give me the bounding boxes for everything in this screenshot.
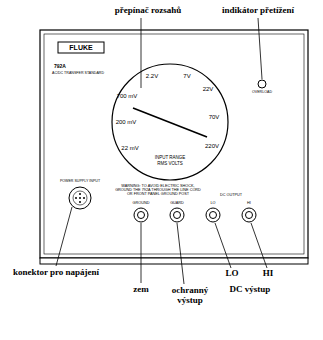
callout-label: LO bbox=[225, 269, 238, 279]
callout-label: indikátor přetížení bbox=[222, 6, 294, 16]
dial-pointer bbox=[133, 108, 207, 137]
callout-label: DC výstup bbox=[230, 285, 271, 295]
callout-label: ochranný výstup bbox=[164, 286, 216, 306]
range-value: 7V bbox=[183, 73, 190, 80]
dial-title: INPUT RANGE bbox=[155, 156, 186, 161]
panel-marking: POWER SUPPLY INPUT bbox=[60, 180, 100, 184]
connector-pins bbox=[75, 193, 85, 203]
brand-logo: FLUKE bbox=[69, 44, 92, 52]
terminal-marking: GUARD bbox=[170, 201, 184, 205]
range-value: 200 mV bbox=[116, 119, 137, 126]
terminal-marking: LO bbox=[210, 201, 215, 205]
panel-marking: DC OUTPUT bbox=[220, 193, 242, 197]
model-number: 792A bbox=[54, 64, 66, 70]
power-connector-inner bbox=[73, 191, 87, 205]
model-name: AC/DC TRANSFER STANDARD bbox=[52, 72, 104, 76]
panel-inner-edge bbox=[44, 34, 304, 254]
terminal-marking: GROUND bbox=[133, 201, 150, 205]
range-value: 70V bbox=[209, 114, 220, 121]
range-value: 22 mV bbox=[121, 145, 138, 152]
leader-lines bbox=[56, 18, 267, 284]
binding-posts bbox=[134, 208, 256, 222]
range-value: 2.2V bbox=[146, 73, 158, 80]
callout-label: konektor pro napájení bbox=[13, 268, 99, 278]
range-value: 700 mV bbox=[117, 93, 138, 100]
range-dial bbox=[112, 64, 228, 180]
callout-label: HI bbox=[263, 269, 274, 279]
range-value: 220V bbox=[205, 143, 219, 150]
dial-title: RMS VOLTS bbox=[157, 162, 183, 167]
callout-label: přepínač rozsahů bbox=[115, 6, 182, 16]
overload-led bbox=[258, 80, 266, 88]
callout-label: zem bbox=[133, 285, 149, 295]
terminal-marking: HI bbox=[247, 201, 251, 205]
panel-marking: OVERLOAD bbox=[252, 91, 272, 95]
front-panel bbox=[40, 30, 308, 258]
logo-box bbox=[58, 42, 104, 53]
power-connector bbox=[69, 187, 91, 209]
range-value: 22V bbox=[203, 86, 214, 93]
base-strip bbox=[40, 258, 308, 264]
warning-text: WARNING: TO AVOID ELECTRIC SHOCK, GROUND… bbox=[113, 184, 203, 197]
